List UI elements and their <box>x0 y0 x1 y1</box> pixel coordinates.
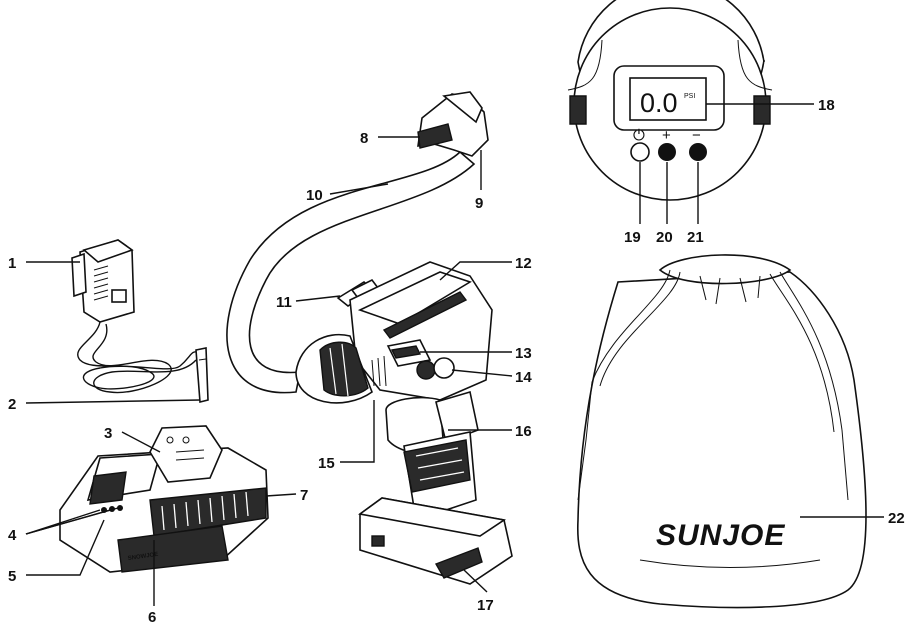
callout-14: 14 <box>515 369 532 386</box>
display-inset: 0.0 PSI ⏻ + − <box>567 0 773 201</box>
callout-18: 18 <box>818 97 835 114</box>
bag-brand-logo: SUNJOE <box>656 519 785 552</box>
storage-bag-illustration: SUNJOE <box>576 254 867 609</box>
power-icon: ⏻ <box>633 127 645 144</box>
callout-11: 11 <box>276 294 292 311</box>
callout-2: 2 <box>8 396 16 413</box>
callout-1: 1 <box>8 255 16 272</box>
callout-10: 10 <box>306 187 323 204</box>
callout-6: 6 <box>148 609 156 626</box>
callout-4: 4 <box>8 527 17 544</box>
minus-button <box>689 143 707 161</box>
callout-12: 12 <box>515 255 532 272</box>
power-button <box>630 142 650 162</box>
battery-illustration: SNOWJOE <box>59 425 269 573</box>
hose-illustration <box>226 91 489 394</box>
callout-3: 3 <box>104 425 112 442</box>
minus-icon: − <box>692 127 701 144</box>
callout-15: 15 <box>318 455 335 472</box>
leader-lines <box>25 103 884 606</box>
callout-8: 8 <box>360 130 368 147</box>
callout-16: 16 <box>515 423 532 440</box>
callout-19: 19 <box>624 229 641 246</box>
callout-13: 13 <box>515 345 532 362</box>
callout-20: 20 <box>656 229 673 246</box>
callout-9: 9 <box>475 195 483 212</box>
inflator-illustration <box>295 261 513 585</box>
callout-5: 5 <box>8 568 16 585</box>
callout-22: 22 <box>888 510 905 527</box>
callout-21: 21 <box>687 229 704 246</box>
pressure-reading: 0.0 <box>640 88 678 118</box>
callout-17: 17 <box>477 597 494 614</box>
plus-button <box>658 143 676 161</box>
battery-brand-label: SNOWJOE <box>127 552 158 562</box>
callout-numbers: 1 2 3 4 5 6 7 8 9 10 11 12 13 14 15 16 1… <box>8 97 905 626</box>
plus-icon: + <box>662 127 671 144</box>
charger-illustration <box>71 239 209 404</box>
callout-7: 7 <box>300 487 308 504</box>
pressure-unit: PSI <box>684 93 695 100</box>
